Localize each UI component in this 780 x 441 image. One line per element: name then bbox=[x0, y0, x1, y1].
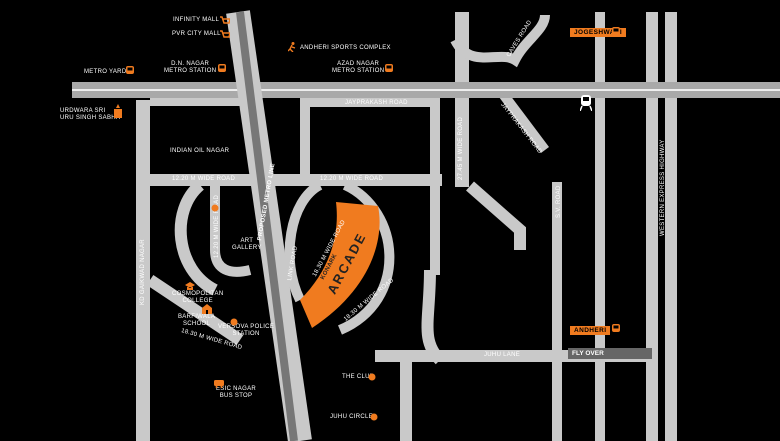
bus-icon bbox=[214, 380, 224, 388]
metro-yard-label: METRO YARD bbox=[84, 69, 127, 75]
police-icon bbox=[230, 318, 238, 326]
esic-label: ESIC NAGAR BUS STOP bbox=[216, 386, 257, 399]
wide-road-1220-right-label: 12.20 M WIDE ROAD bbox=[320, 176, 384, 182]
school-icon bbox=[202, 304, 212, 314]
wide-road-1220-left-label: 12.20 M WIDE ROAD bbox=[172, 176, 236, 182]
the-club-label: THE CLUB bbox=[342, 374, 375, 380]
weh-label: WESTERN EXPRESS HIGHWAY bbox=[660, 139, 666, 236]
gurudwara-icon bbox=[114, 104, 122, 118]
train-icon bbox=[218, 64, 226, 72]
map-pin-icon bbox=[211, 204, 219, 212]
sv-road-label: S.V. ROAD bbox=[556, 185, 562, 219]
project-parcel bbox=[300, 202, 380, 328]
gaikwad-nagar-label: KD GAIKWAD NAGAR bbox=[140, 239, 146, 305]
roads bbox=[136, 12, 677, 441]
juhu-lane-label: JUHU LANE bbox=[484, 352, 521, 358]
azad-nagar-label: AZAD NAGAR METRO STATION bbox=[332, 61, 385, 74]
metro-line-path bbox=[236, 11, 298, 441]
barfiwala-label: BARFIWALA SCHOOL bbox=[178, 314, 216, 327]
infinity-mall-label: INFINITY MALL bbox=[173, 17, 220, 23]
runner-icon bbox=[288, 42, 296, 52]
club-icon bbox=[368, 373, 376, 381]
andheri-station-badge: ANDHERI bbox=[570, 326, 611, 335]
flyover-label: FLY OVER bbox=[568, 348, 652, 359]
wide-road-2745-label: 27.45 M WIDE ROAD bbox=[458, 116, 464, 180]
cosmopolitan-label: COSMOPOLITAN COLLEGE bbox=[172, 291, 224, 304]
jogeshwari-station-badge: JOGESHWARI bbox=[570, 28, 627, 37]
train-icon-jogeshwari bbox=[612, 27, 620, 35]
shopping-cart-icon bbox=[220, 16, 230, 24]
gurudwara-label: URDWARA SRI URU SINGH SABHA bbox=[60, 108, 121, 121]
curved-roads bbox=[146, 14, 550, 365]
train-icon-andheri bbox=[612, 324, 620, 332]
art-gallery-label: ART GALLERY bbox=[232, 238, 262, 251]
jayprakash-road-label: JAYPRAKASH ROAD bbox=[345, 100, 408, 106]
indian-oil-nagar-label: INDIAN OIL NAGAR bbox=[170, 148, 230, 154]
circle-marker-icon bbox=[370, 413, 378, 421]
juhu-circle-label: JUHU CIRCLE bbox=[330, 414, 373, 420]
train-icon-3 bbox=[126, 66, 134, 74]
train-icon-2 bbox=[385, 64, 393, 72]
sports-complex-label: ANDHERI SPORTS COMPLEX bbox=[300, 45, 391, 51]
pvr-label: PVR CITY MALL bbox=[172, 31, 221, 37]
graduation-cap-icon bbox=[185, 282, 195, 290]
shopping-cart-icon-2 bbox=[220, 30, 230, 38]
dn-nagar-label: D.N. NAGAR METRO STATION bbox=[164, 61, 217, 74]
railway-station-icon bbox=[580, 95, 592, 111]
versova-police-label: VERSOVA POLICE STATION bbox=[218, 324, 275, 337]
